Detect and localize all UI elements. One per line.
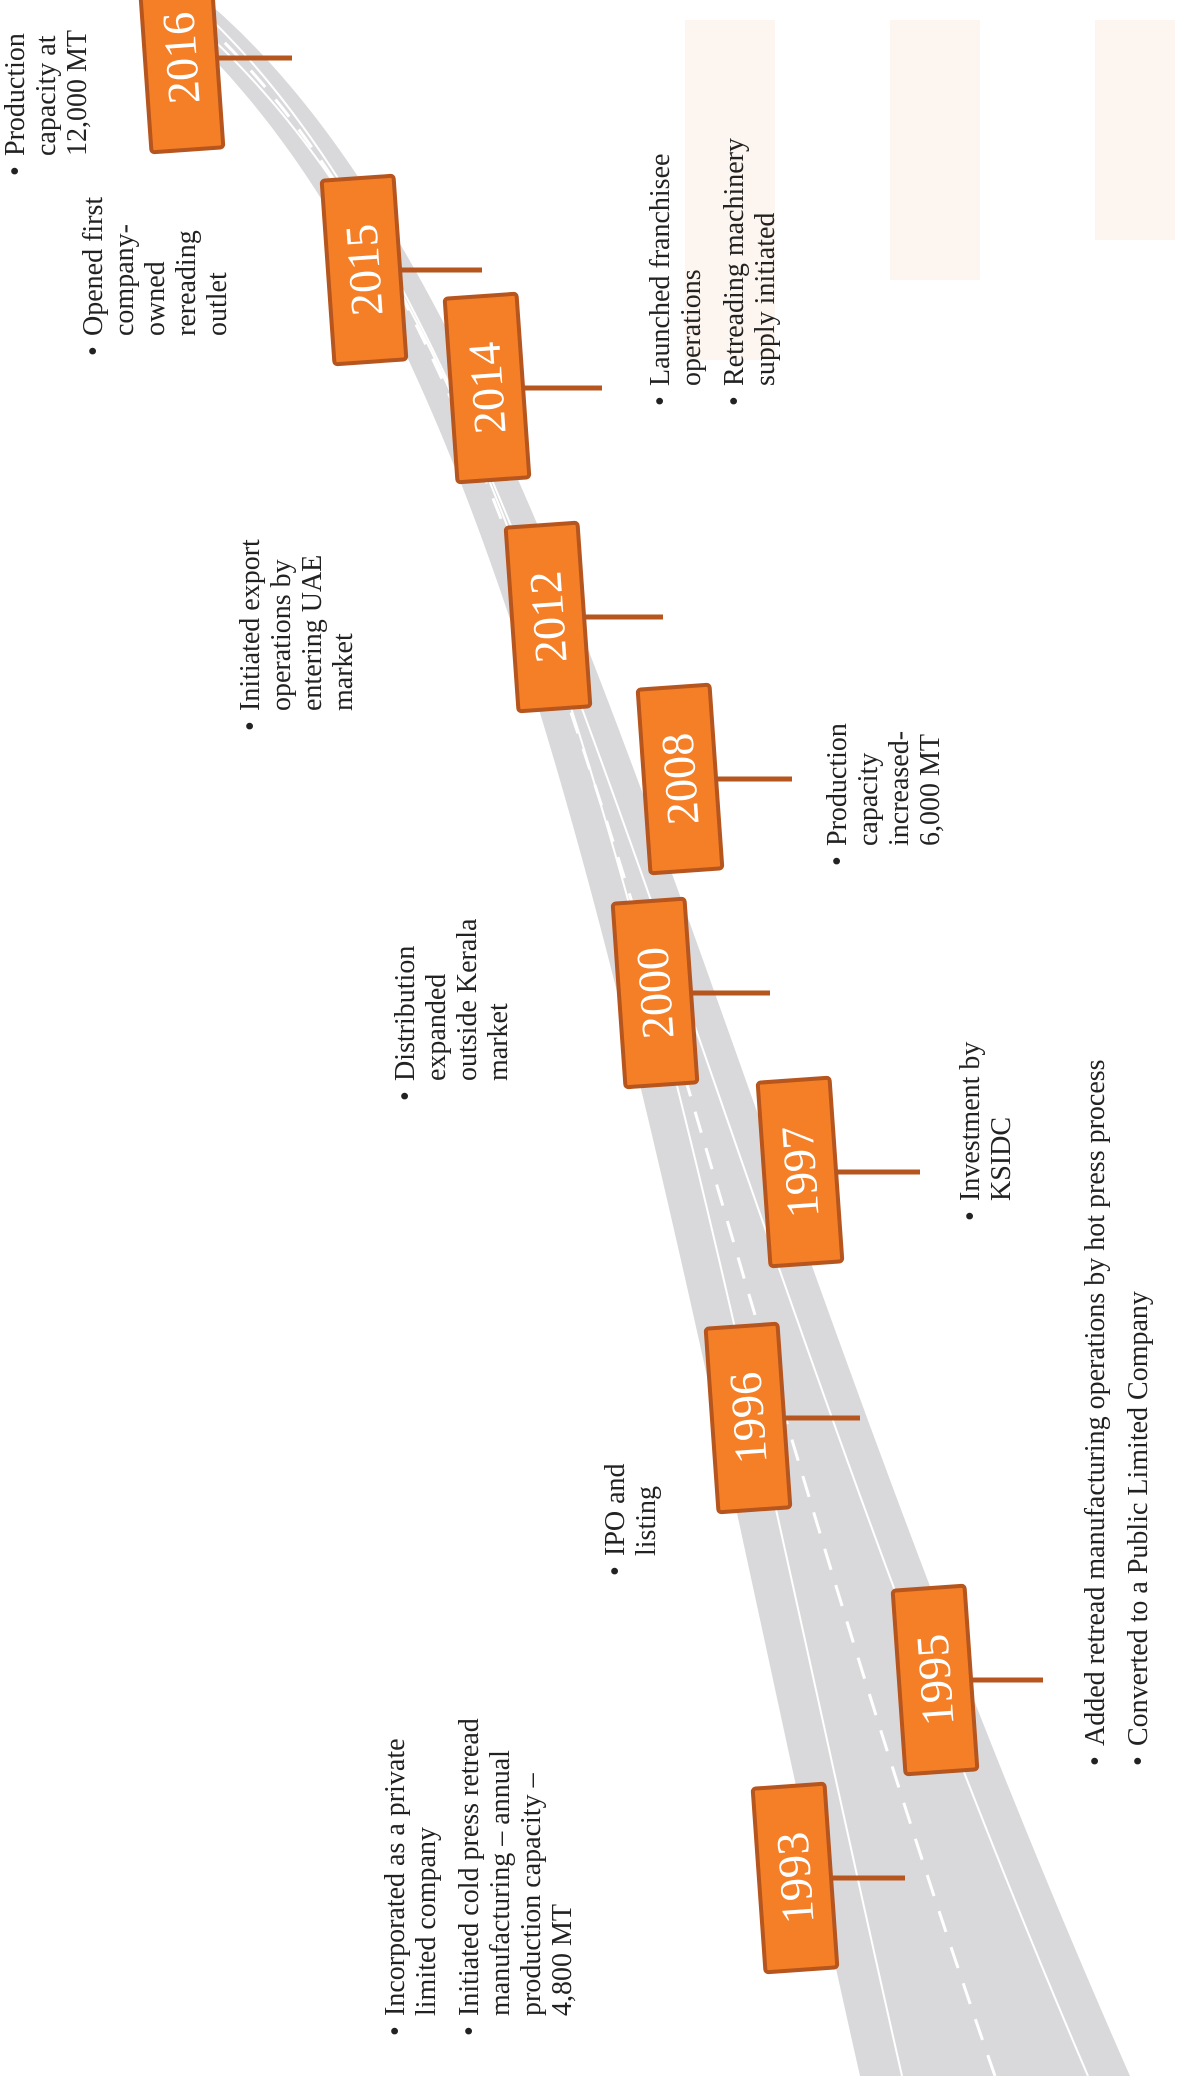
sign-year-label: 1993 [766, 1830, 823, 1925]
sign-year-label: 1995 [906, 1632, 963, 1727]
sign-year-label: 2008 [651, 731, 708, 826]
road-center-line [177, 0, 997, 2076]
milestone-note: Retreading machinery supply initiated [719, 126, 781, 386]
milestone-note: Investment by KSIDC [955, 1021, 1017, 1201]
milestone-note: Production capacity increased-6,000 MT [822, 686, 946, 846]
sign-board [755, 1075, 845, 1269]
milestone-note: Initiated export operations by entering … [235, 481, 359, 711]
year-sign-1993: 1993 [750, 1781, 905, 1975]
sign-year-label: 2016 [152, 10, 209, 105]
sign-board [750, 1781, 840, 1975]
sign-board [610, 896, 700, 1090]
sign-year-label: 2012 [519, 569, 576, 664]
road-edge-left [166, 0, 903, 2076]
sign-board [635, 682, 725, 876]
background-glow-2 [890, 20, 980, 280]
milestone-2000: Distribution expanded outside Kerala mar… [390, 901, 526, 1101]
milestone-note: Opened first company-owned rereading out… [78, 176, 233, 336]
year-sign-1997: 1997 [755, 1075, 920, 1269]
sign-board [442, 291, 532, 485]
milestone-note: Distribution expanded outside Kerala mar… [390, 901, 514, 1082]
sign-board [319, 173, 409, 367]
year-sign-1996: 1996 [703, 1321, 860, 1515]
year-sign-2000: 2000 [610, 896, 770, 1090]
year-sign-2016: 2016 [136, 0, 292, 155]
milestone-note: Launched franchisee operations [645, 126, 707, 386]
sign-year-label: 2000 [626, 945, 683, 1040]
milestone-1996: IPO and listing [600, 1406, 674, 1576]
sign-year-label: 1997 [771, 1124, 828, 1219]
sign-year-label: 1996 [719, 1370, 776, 1465]
milestone-1995: Added retread manufacturing operations b… [1080, 966, 1166, 1766]
sign-board [703, 1321, 793, 1515]
year-sign-2015: 2015 [319, 173, 482, 367]
sign-year-label: 2014 [458, 340, 515, 435]
milestone-2012: Initiated export operations by entering … [235, 481, 371, 731]
milestone-1993: Incorporated as a private limited compan… [380, 1706, 590, 2036]
milestone-note: Production capacity at 12,000 MT [0, 6, 93, 156]
milestone-2014: Launched franchisee operations Retreadin… [645, 126, 793, 406]
sign-board [890, 1583, 980, 1777]
milestone-note: Added retread manufacturing operations b… [1080, 966, 1111, 1746]
sign-year-label: 2015 [335, 222, 392, 317]
background-glow-3 [1095, 20, 1175, 240]
milestone-2015: Opened first company-owned rereading out… [78, 176, 245, 356]
year-sign-2014: 2014 [442, 291, 602, 485]
year-sign-1995: 1995 [890, 1583, 1043, 1777]
milestone-note: Converted to a Public Limited Company [1123, 966, 1154, 1746]
milestone-2008: Production capacity increased-6,000 MT [822, 686, 958, 866]
sign-board [503, 520, 593, 714]
milestone-2016: Production capacity at 12,000 MT [0, 6, 105, 176]
year-sign-2008: 2008 [635, 682, 792, 876]
sign-board [136, 0, 226, 155]
milestone-1997: Investment by KSIDC [955, 1021, 1029, 1221]
year-sign-2012: 2012 [503, 520, 663, 714]
milestone-note: IPO and listing [600, 1406, 662, 1556]
milestone-note: Initiated cold press retread manufacturi… [454, 1706, 578, 2016]
milestone-note: Incorporated as a private limited compan… [380, 1706, 442, 2016]
